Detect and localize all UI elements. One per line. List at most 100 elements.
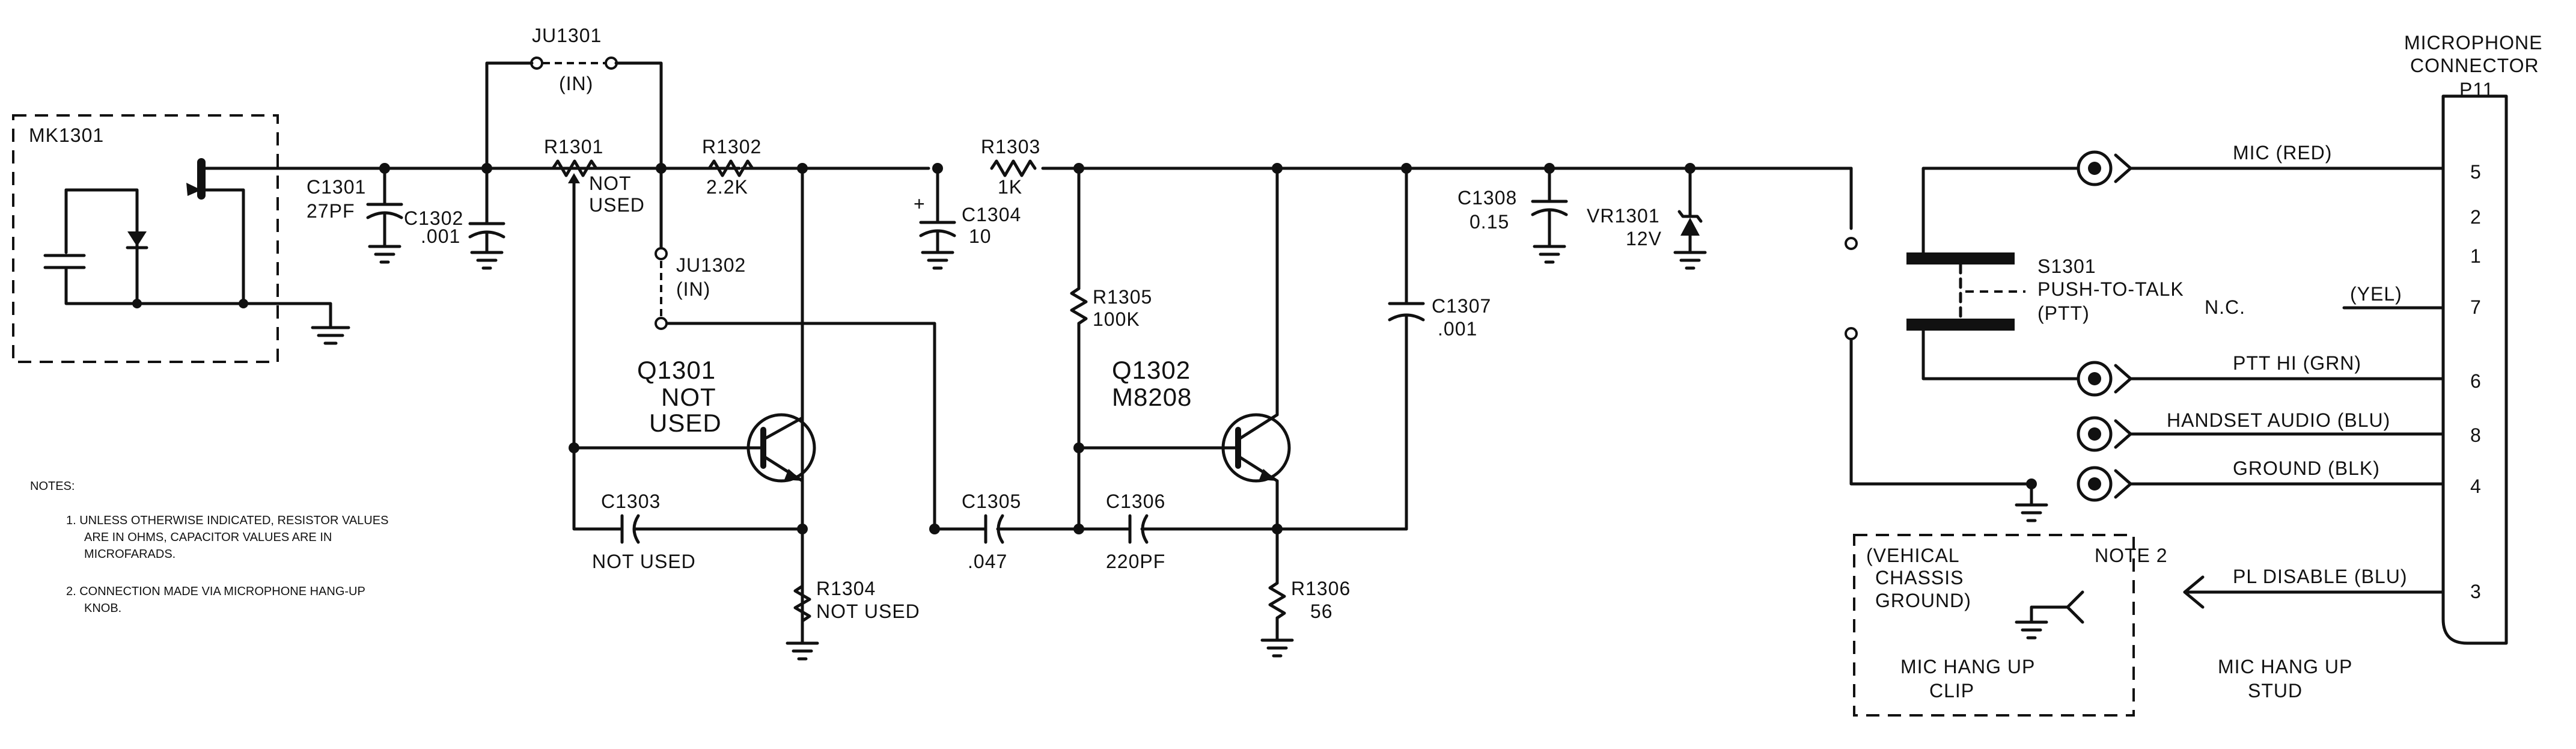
chassis-line2: CHASSIS: [1875, 567, 1964, 588]
microphone-connector-p11: MICROPHONE CONNECTOR P11 5 2 1 7 6 8 4 3: [2404, 32, 2542, 645]
r1301-note1: NOT: [589, 173, 632, 194]
s1301-label: S1301: [2037, 255, 2096, 277]
c1307-label: C1307: [1432, 295, 1491, 317]
connector-title-line1: MICROPHONE: [2404, 32, 2542, 54]
q1301-label: Q1301: [637, 356, 716, 384]
wire-pl-label: PL DISABLE (BLU): [2233, 566, 2407, 587]
note-2-line2: KNOB.: [84, 602, 121, 615]
mk1301-microphone: MK1301: [12, 114, 386, 363]
r1303-resistor: R1303 1K: [981, 136, 1040, 198]
wire-ptt-label: PTT HI (GRN): [2233, 352, 2361, 374]
c1305-label: C1305: [962, 491, 1021, 512]
main-signal-rail: [200, 167, 1853, 224]
c1304-capacitor: + C1304 10: [914, 163, 1021, 270]
ju1302-label: JU1302: [676, 254, 746, 276]
ju1301-state: (IN): [559, 73, 593, 94]
c1304-polarity: +: [914, 193, 926, 215]
c1302-capacitor: C1302 .001: [404, 163, 505, 270]
s1301-ptt-switch: S1301 PUSH-TO-TALK (PTT): [1845, 167, 2184, 486]
pin-7: 7: [2470, 296, 2482, 318]
c1304-label: C1304: [962, 204, 1021, 225]
ju1302-jumper: JU1302 (IN): [655, 163, 936, 531]
stud-line1: MIC HANG UP: [2218, 656, 2352, 677]
jack-ground: GROUND (BLK): [2015, 457, 2445, 522]
r1305-value: 100K: [1093, 308, 1140, 330]
pin-3: 3: [2470, 581, 2482, 602]
c1301-label: C1301: [307, 176, 366, 198]
connector-title-line2: CONNECTOR: [2410, 55, 2539, 76]
pin-8: 8: [2470, 424, 2482, 446]
connector-ref: P11: [2459, 79, 2494, 100]
r1302-value: 2.2K: [706, 176, 748, 198]
q1302-label: Q1302: [1112, 356, 1191, 384]
jack-mic: MIC (RED): [2077, 142, 2445, 186]
pin-1: 1: [2470, 245, 2482, 267]
c1307-capacitor: C1307 .001: [1388, 163, 1491, 531]
wire-pl-disable: PL DISABLE (BLU): [2183, 566, 2445, 609]
r1302-label: R1302: [702, 136, 762, 157]
c1306-label: C1306: [1106, 491, 1165, 512]
vr1301-value: 12V: [1626, 228, 1662, 249]
chassis-line1: (VEHICAL: [1866, 545, 1960, 566]
ju1301-jumper: JU1301 (IN): [485, 25, 663, 170]
wire-handset-label: HANDSET AUDIO (BLU): [2167, 409, 2390, 431]
hangup-note: NOTE 2: [2095, 545, 2168, 566]
c1302-value: .001: [421, 225, 460, 247]
vr1301-label: VR1301: [1587, 205, 1660, 227]
ju1301-label: JU1301: [532, 25, 602, 46]
q1301-note1: NOT: [661, 383, 716, 411]
c1304-value: 10: [969, 225, 992, 247]
hangup-clip-box: (VEHICAL CHASSIS GROUND) NOTE 2 MIC HANG…: [1853, 534, 2352, 717]
clip-line1: MIC HANG UP: [1900, 656, 2035, 677]
note-1-line1: 1. UNLESS OTHERWISE INDICATED, RESISTOR …: [66, 514, 388, 527]
chassis-line3: GROUND): [1875, 590, 1971, 611]
vr1301-zener: VR1301 12V: [1587, 163, 1707, 270]
c1308-value: 0.15: [1470, 211, 1509, 233]
pin-4: 4: [2470, 475, 2482, 497]
note-2-line1: 2. CONNECTION MADE VIA MICROPHONE HANG-U…: [66, 585, 365, 598]
pin-6: 6: [2470, 370, 2482, 392]
q1302-value: M8208: [1112, 383, 1192, 411]
c1308-label: C1308: [1457, 187, 1517, 209]
wire-ground-label: GROUND (BLK): [2233, 457, 2380, 479]
s1301-abbr: (PTT): [2037, 302, 2090, 324]
wire-nc: N.C. (YEL): [2205, 283, 2445, 318]
r1303-value: 1K: [998, 176, 1022, 198]
wire-nc-label: N.C.: [2205, 296, 2245, 318]
r1305-label: R1305: [1093, 286, 1152, 308]
r1302-resistor: R1302 2.2K: [702, 136, 762, 198]
c1301-capacitor: C1301 27PF: [307, 163, 403, 264]
c1305-capacitor: C1305 .047: [929, 491, 1081, 572]
c1303-capacitor: C1303 NOT USED: [572, 446, 808, 572]
r1305-resistor: R1305 100K: [1070, 163, 1152, 534]
c1306-value: 220PF: [1106, 551, 1165, 572]
r1304-resistor: R1304 NOT USED: [786, 578, 920, 661]
r1301-label: R1301: [544, 136, 603, 157]
pin-5: 5: [2470, 161, 2482, 183]
c1301-value: 27PF: [307, 200, 355, 222]
pin-2: 2: [2470, 206, 2482, 228]
r1304-label: R1304: [816, 578, 876, 599]
r1304-value: NOT USED: [816, 601, 920, 622]
ju1302-state: (IN): [676, 278, 710, 300]
jack-handset: HANDSET AUDIO (BLU): [2077, 409, 2445, 452]
r1303-label: R1303: [981, 136, 1040, 157]
q1301-note2: USED: [649, 409, 722, 437]
r1301-potentiometer: R1301 NOT USED: [544, 136, 645, 450]
c1303-value: NOT USED: [592, 551, 696, 572]
r1301-note2: USED: [589, 194, 645, 216]
jack-ptt: PTT HI (GRN): [2077, 352, 2445, 397]
c1302-label: C1302: [404, 207, 463, 229]
c1306-capacitor: C1306 220PF: [1077, 491, 1408, 572]
stud-line2: STUD: [2248, 680, 2303, 702]
wire-mic-label: MIC (RED): [2233, 142, 2332, 164]
c1307-value: .001: [1438, 318, 1477, 340]
c1308-capacitor: C1308 0.15: [1457, 163, 1568, 264]
note-1-line2: ARE IN OHMS, CAPACITOR VALUES ARE IN: [84, 531, 332, 544]
r1306-label: R1306: [1291, 578, 1351, 599]
q1301-transistor: Q1301 NOT USED: [569, 163, 816, 645]
note-1-line3: MICROFARADS.: [84, 548, 175, 561]
q1302-transistor: Q1302 M8208: [1077, 163, 1291, 585]
notes-block: NOTES: 1. UNLESS OTHERWISE INDICATED, RE…: [30, 480, 388, 615]
